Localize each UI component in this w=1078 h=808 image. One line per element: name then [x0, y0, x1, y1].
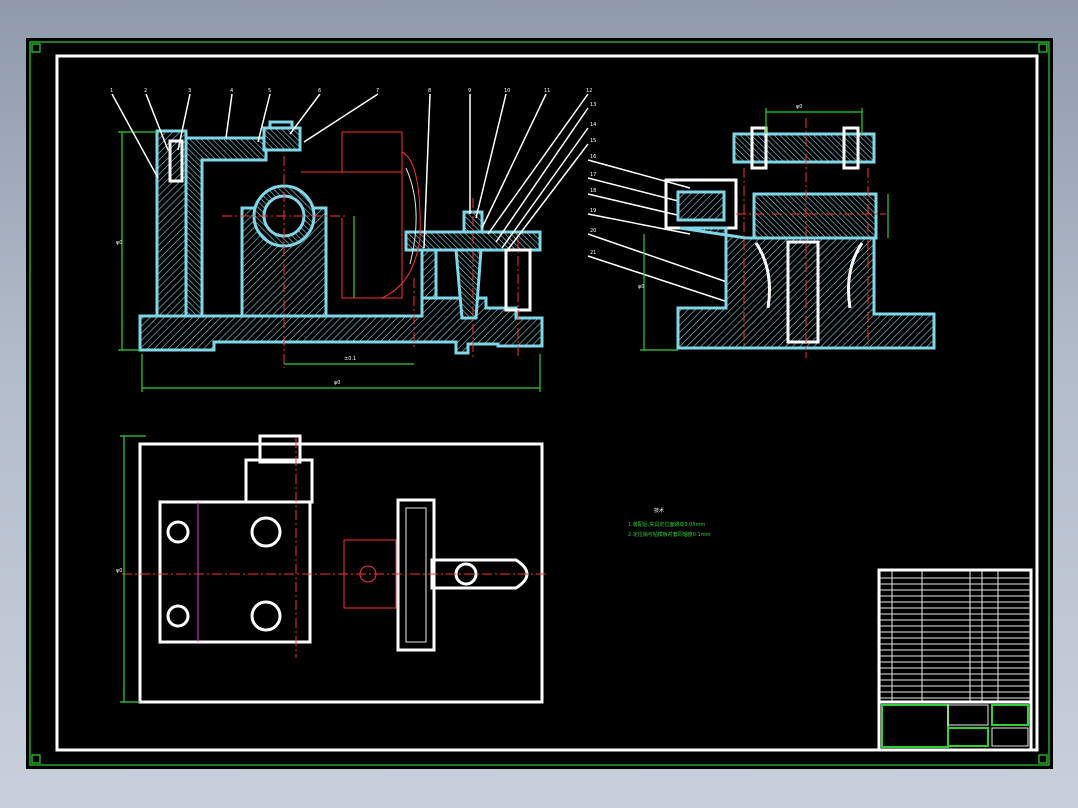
- part-label: 9: [468, 88, 471, 94]
- part-label: 2: [144, 88, 147, 94]
- part-label: 11: [544, 88, 550, 94]
- leader-line: [505, 143, 589, 253]
- front-view: ±0.1 φ0 φ0: [116, 120, 544, 392]
- leader-line: [423, 93, 431, 249]
- part-label: 13: [590, 102, 596, 108]
- leader-line: [257, 93, 271, 143]
- part-label: 5: [268, 88, 271, 94]
- leader-line: [495, 107, 589, 243]
- part-label: 18: [590, 188, 596, 194]
- part-label: 4: [230, 88, 233, 94]
- dim-side-height: φ0: [638, 284, 644, 290]
- part-label: 1: [110, 88, 113, 94]
- part-label: 19: [590, 208, 596, 214]
- leader-line: [587, 193, 691, 219]
- side-view: φ0 φ0: [638, 104, 936, 358]
- part-label: 20: [590, 228, 596, 234]
- dim-side-width: φ0: [796, 104, 802, 110]
- leader-line: [587, 177, 691, 205]
- leader-line: [587, 213, 691, 235]
- dim-height: φ0: [116, 240, 122, 246]
- dim-overall-length: φ0: [334, 380, 340, 386]
- leader-line: [481, 93, 547, 229]
- notes-line-1: 1.装配后,夹具定位面跳动0.05mm: [628, 521, 705, 528]
- leader-line: [487, 93, 589, 235]
- leader-line: [475, 93, 507, 219]
- leader-line: [145, 93, 169, 151]
- bom-table-grid: [879, 570, 1031, 702]
- part-label: 16: [590, 154, 596, 160]
- leader-line: [501, 127, 589, 249]
- plan-view: φ0: [116, 434, 546, 704]
- leader-line: [289, 93, 321, 135]
- part-label: 15: [590, 138, 596, 144]
- part-label: 3: [188, 88, 191, 94]
- part-label: 8: [428, 88, 431, 94]
- technical-notes: 技术 1.装配后,夹具定位面跳动0.05mm 2.定位销与钻模板衬套同轴度0.1…: [628, 507, 711, 538]
- leader-line: [587, 159, 691, 189]
- part-label: 12: [586, 88, 592, 94]
- part-label: 10: [504, 88, 510, 94]
- notes-line-2: 2.定位销与钻模板衬套同轴度0.1mm: [628, 531, 711, 538]
- notes-title: 技术: [654, 507, 664, 514]
- part-label: 7: [376, 88, 379, 94]
- leader-line: [303, 93, 379, 143]
- drawing-frame: [29, 41, 1050, 766]
- leader-line: [225, 93, 233, 139]
- leader-line: [587, 255, 747, 309]
- bom-title-block: [877, 568, 1033, 752]
- part-label: 21: [590, 250, 596, 256]
- part-label: 17: [590, 172, 596, 178]
- leader-line: [111, 93, 159, 179]
- dim-center-distance: ±0.1: [344, 356, 356, 362]
- part-label: 6: [318, 88, 321, 94]
- dim-plan-width: φ0: [116, 568, 122, 574]
- part-label: 14: [590, 122, 596, 128]
- leader-line: [177, 93, 191, 151]
